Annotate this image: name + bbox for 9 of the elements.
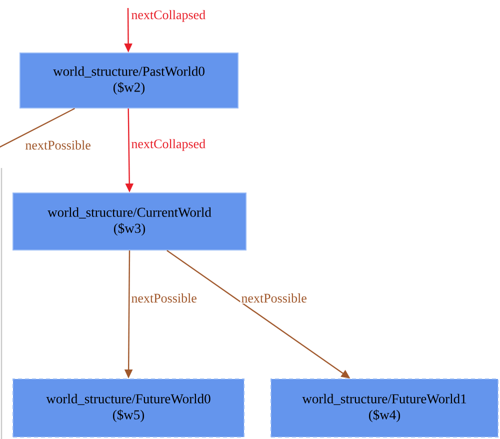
process-box: world_structure/FutureWorld1 ($w4) — [270, 378, 498, 438]
edge-label: nextCollapsed — [130, 9, 207, 23]
process-box: world_structure/FutureWorld0 ($w5) — [12, 378, 244, 438]
edge-label: nextCollapsed — [130, 138, 207, 152]
process-box: world_structure/PastWorld0 ($w2) — [20, 52, 238, 108]
edge-label: nextPossible — [240, 292, 308, 304]
edge-label: nextPossible — [24, 139, 92, 151]
process-box: world_structure/CurrentWorld ($w3) — [12, 192, 246, 250]
edge-label: nextPossible — [130, 292, 198, 304]
